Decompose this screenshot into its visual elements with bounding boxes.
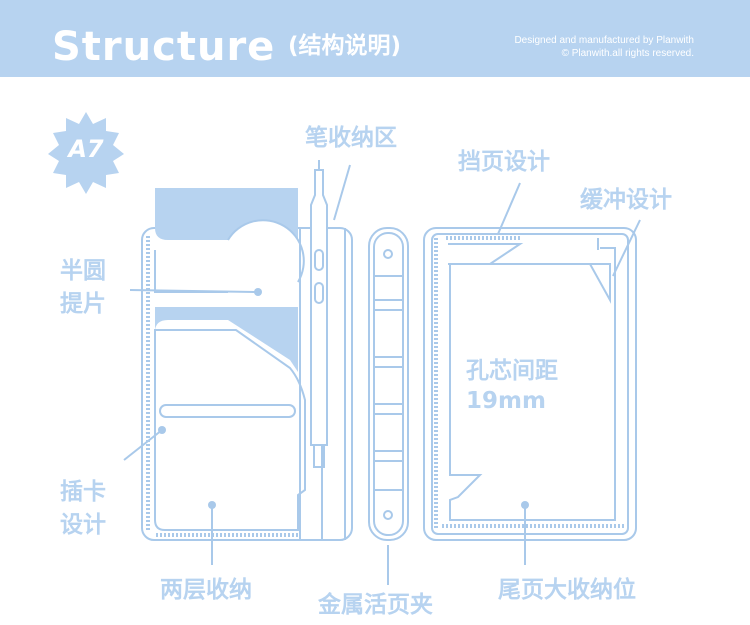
- label-back-storage: 尾页大收纳位: [498, 577, 636, 603]
- right-cover: [423, 227, 637, 541]
- label-hole-spacing-2: 19mm: [466, 388, 546, 414]
- leader-half-circle: [129, 289, 259, 293]
- label-half-circle-1: 半圆: [60, 258, 106, 284]
- label-hole-spacing-1: 孔芯间距: [466, 358, 558, 384]
- leader-card-slot: [123, 429, 163, 461]
- label-two-layer: 两层收纳: [160, 577, 252, 603]
- binder-rings: [368, 227, 409, 541]
- a7-badge-starburst: [48, 112, 124, 194]
- page-subtitle: (结构说明): [288, 33, 402, 59]
- credit-line-2: © Planwith.all rights reserved.: [561, 48, 694, 59]
- label-buffer: 缓冲设计: [580, 187, 672, 213]
- header-banner: Structure (结构说明) Designed and manufactur…: [0, 0, 750, 77]
- page-title: Structure: [52, 24, 276, 70]
- label-half-circle-2: 提片: [60, 291, 106, 317]
- pen-drawing: [310, 160, 328, 468]
- leader-stopper: [497, 182, 521, 235]
- label-binder: 金属活页夹: [318, 592, 433, 618]
- leader-buffer: [612, 219, 641, 277]
- a7-badge-label: A7: [68, 135, 104, 163]
- label-stopper: 挡页设计: [458, 149, 550, 175]
- leader-pen: [333, 164, 351, 221]
- label-pen-zone: 笔收纳区: [305, 125, 397, 151]
- credit-line-1: Designed and manufactured by Planwith: [514, 35, 694, 46]
- credit-text: Designed and manufactured by Planwith © …: [514, 34, 694, 60]
- label-card-slot-1: 插卡: [60, 479, 106, 505]
- label-card-slot-2: 设计: [60, 512, 106, 538]
